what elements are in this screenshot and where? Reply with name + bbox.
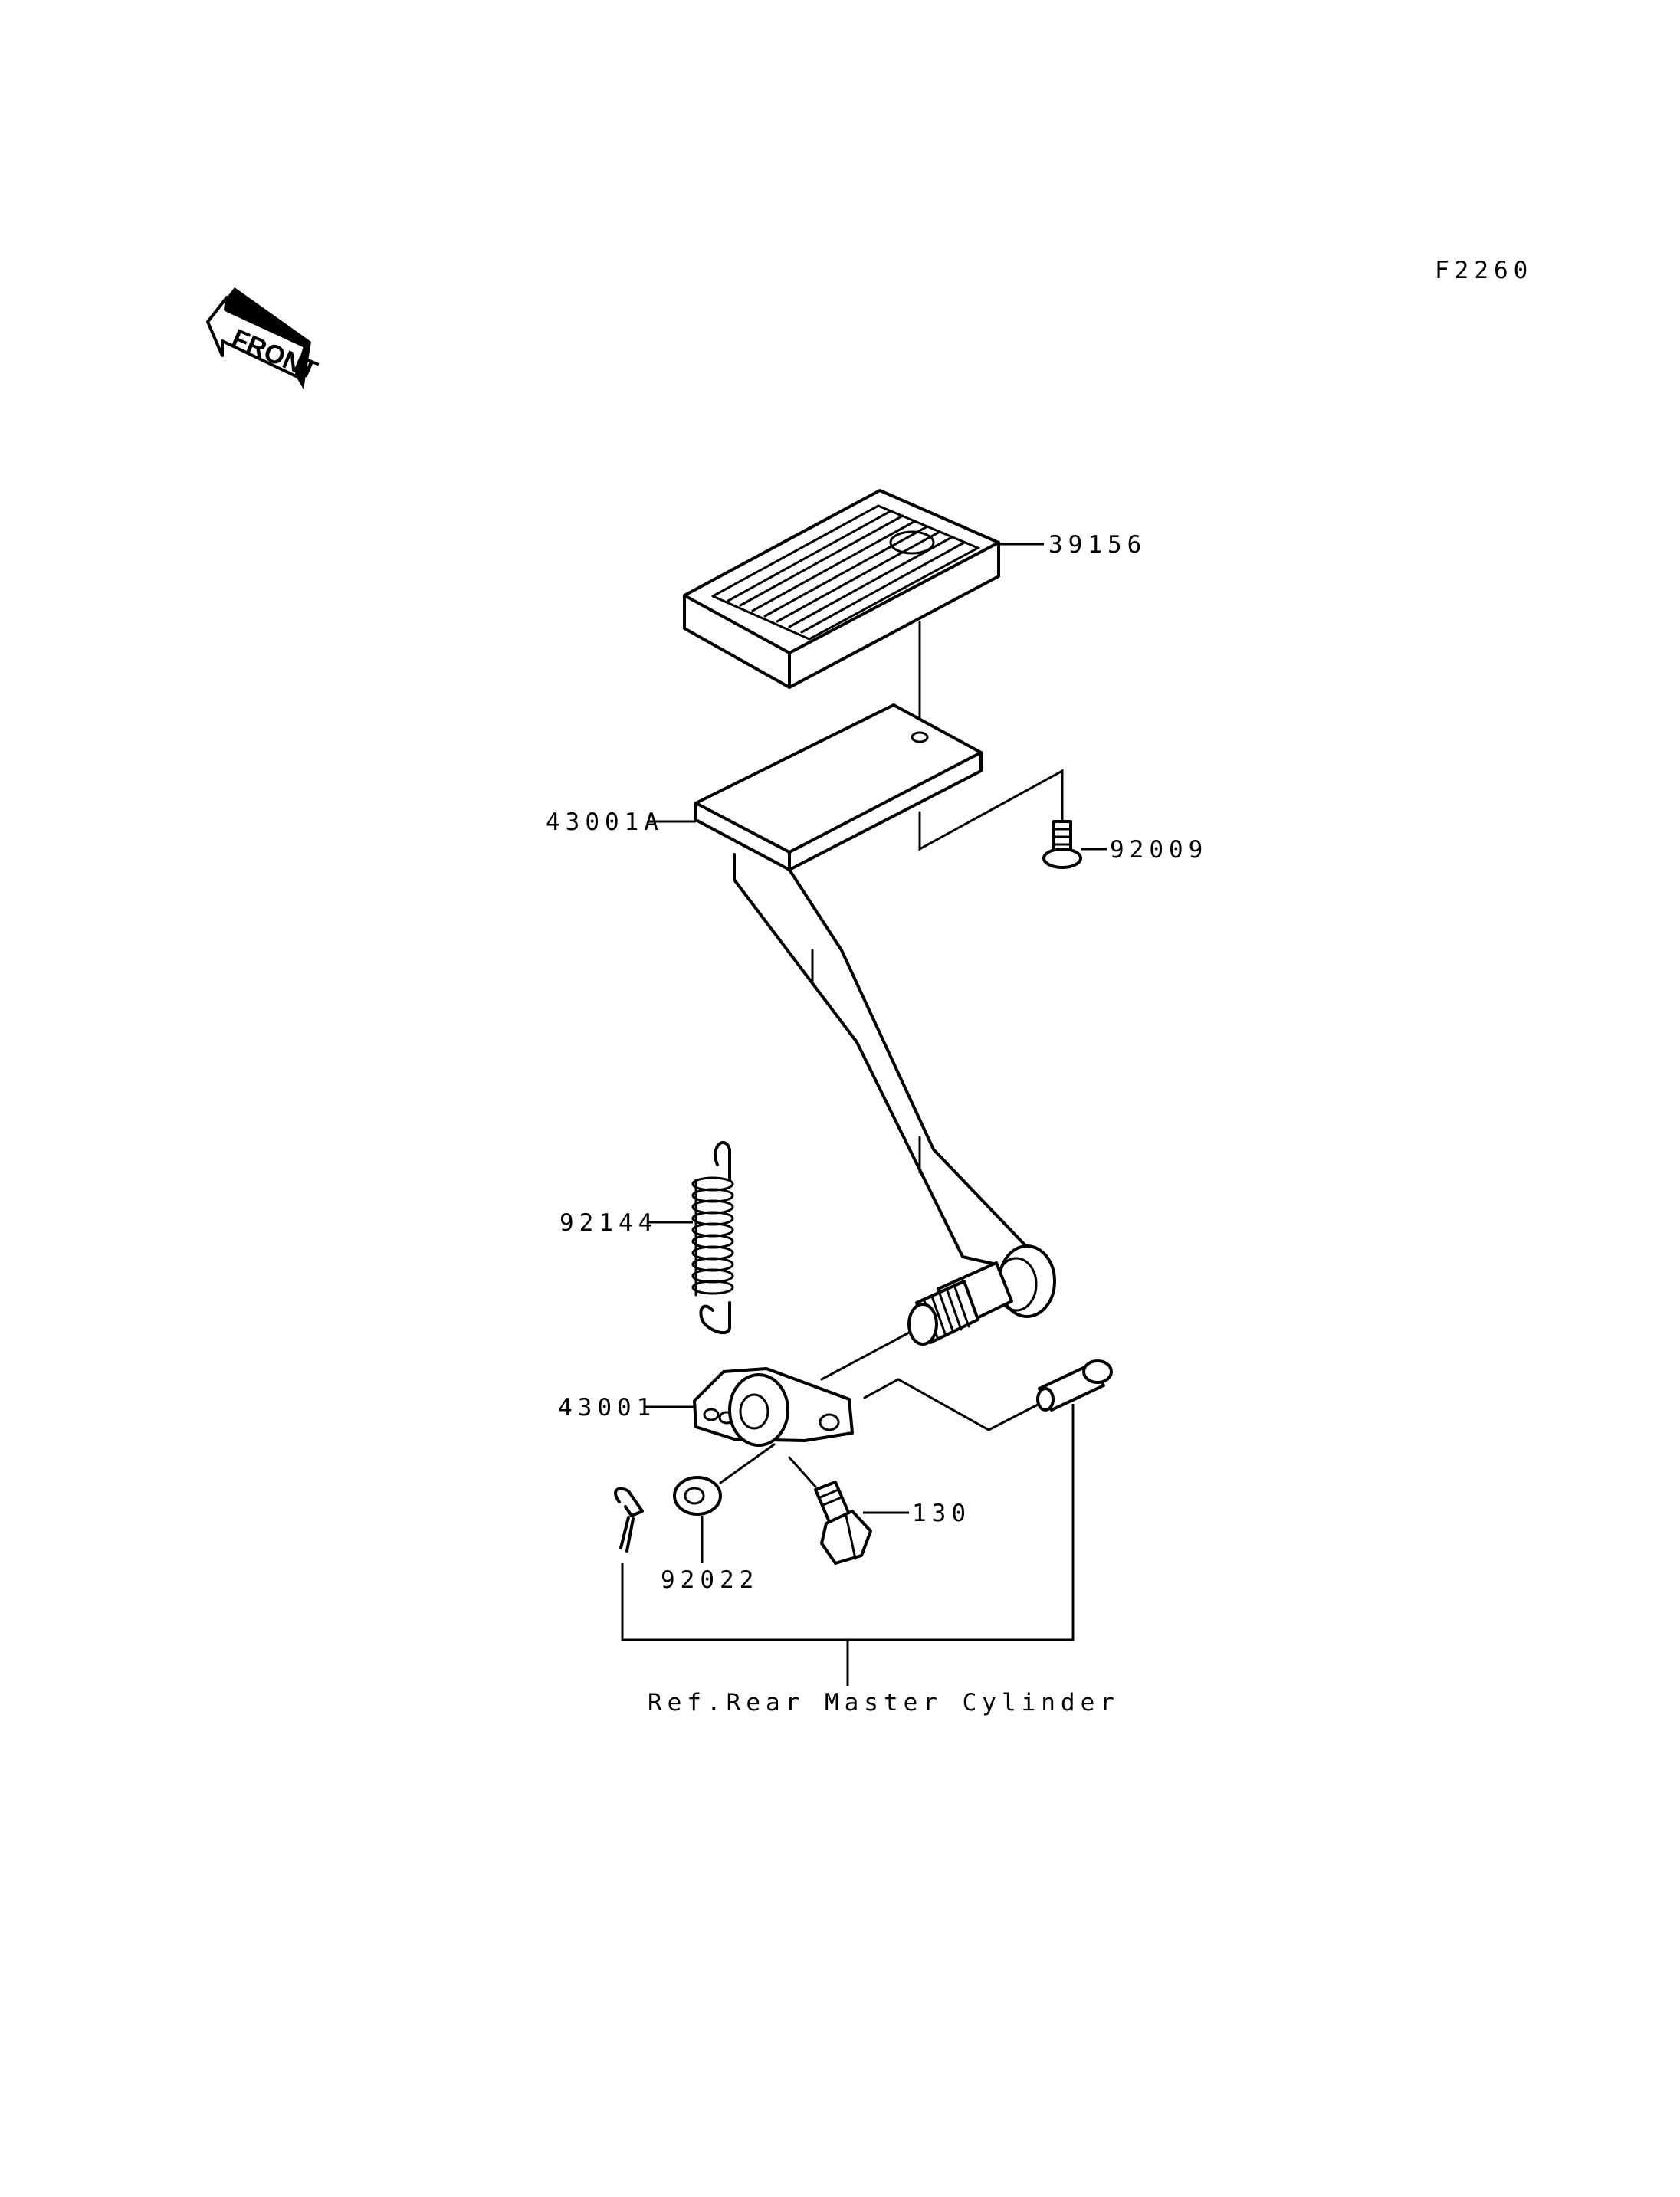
part-label-43001: 43001 — [558, 1394, 656, 1421]
pivot-shaft — [907, 1261, 1013, 1346]
shaft-alignment-line — [820, 1330, 912, 1381]
reference-note: Ref.Rear Master Cylinder — [648, 1689, 1120, 1717]
pedal-arm — [733, 853, 1056, 1318]
bolt-130-alignment-line — [788, 1456, 817, 1488]
washer — [673, 1476, 722, 1516]
part-label-92144: 92144 — [559, 1209, 658, 1237]
part-label-39156: 39156 — [1048, 531, 1147, 559]
return-spring — [691, 1141, 734, 1335]
pin-alignment-line — [863, 1378, 1041, 1431]
bolt-92009 — [1042, 820, 1082, 869]
bolt-130 — [814, 1481, 872, 1565]
part-label-92022: 92022 — [661, 1566, 759, 1594]
spring-coils — [691, 1176, 734, 1295]
clevis-pin — [1036, 1359, 1113, 1412]
part-label-130: 130 — [912, 1500, 971, 1527]
part-label-43001A: 43001A — [546, 808, 664, 836]
front-direction-arrow-icon: FRONT — [206, 287, 322, 389]
figure-code: F2260 — [1435, 257, 1533, 284]
bolt-92009-bracket — [918, 769, 1064, 851]
part-label-92009: 92009 — [1110, 836, 1208, 864]
cotter-pin — [614, 1487, 644, 1553]
washer-alignment-line — [719, 1443, 776, 1484]
pedal-pad — [683, 489, 1044, 689]
pedal-plate — [694, 703, 983, 871]
pedal-lever — [693, 1367, 854, 1447]
